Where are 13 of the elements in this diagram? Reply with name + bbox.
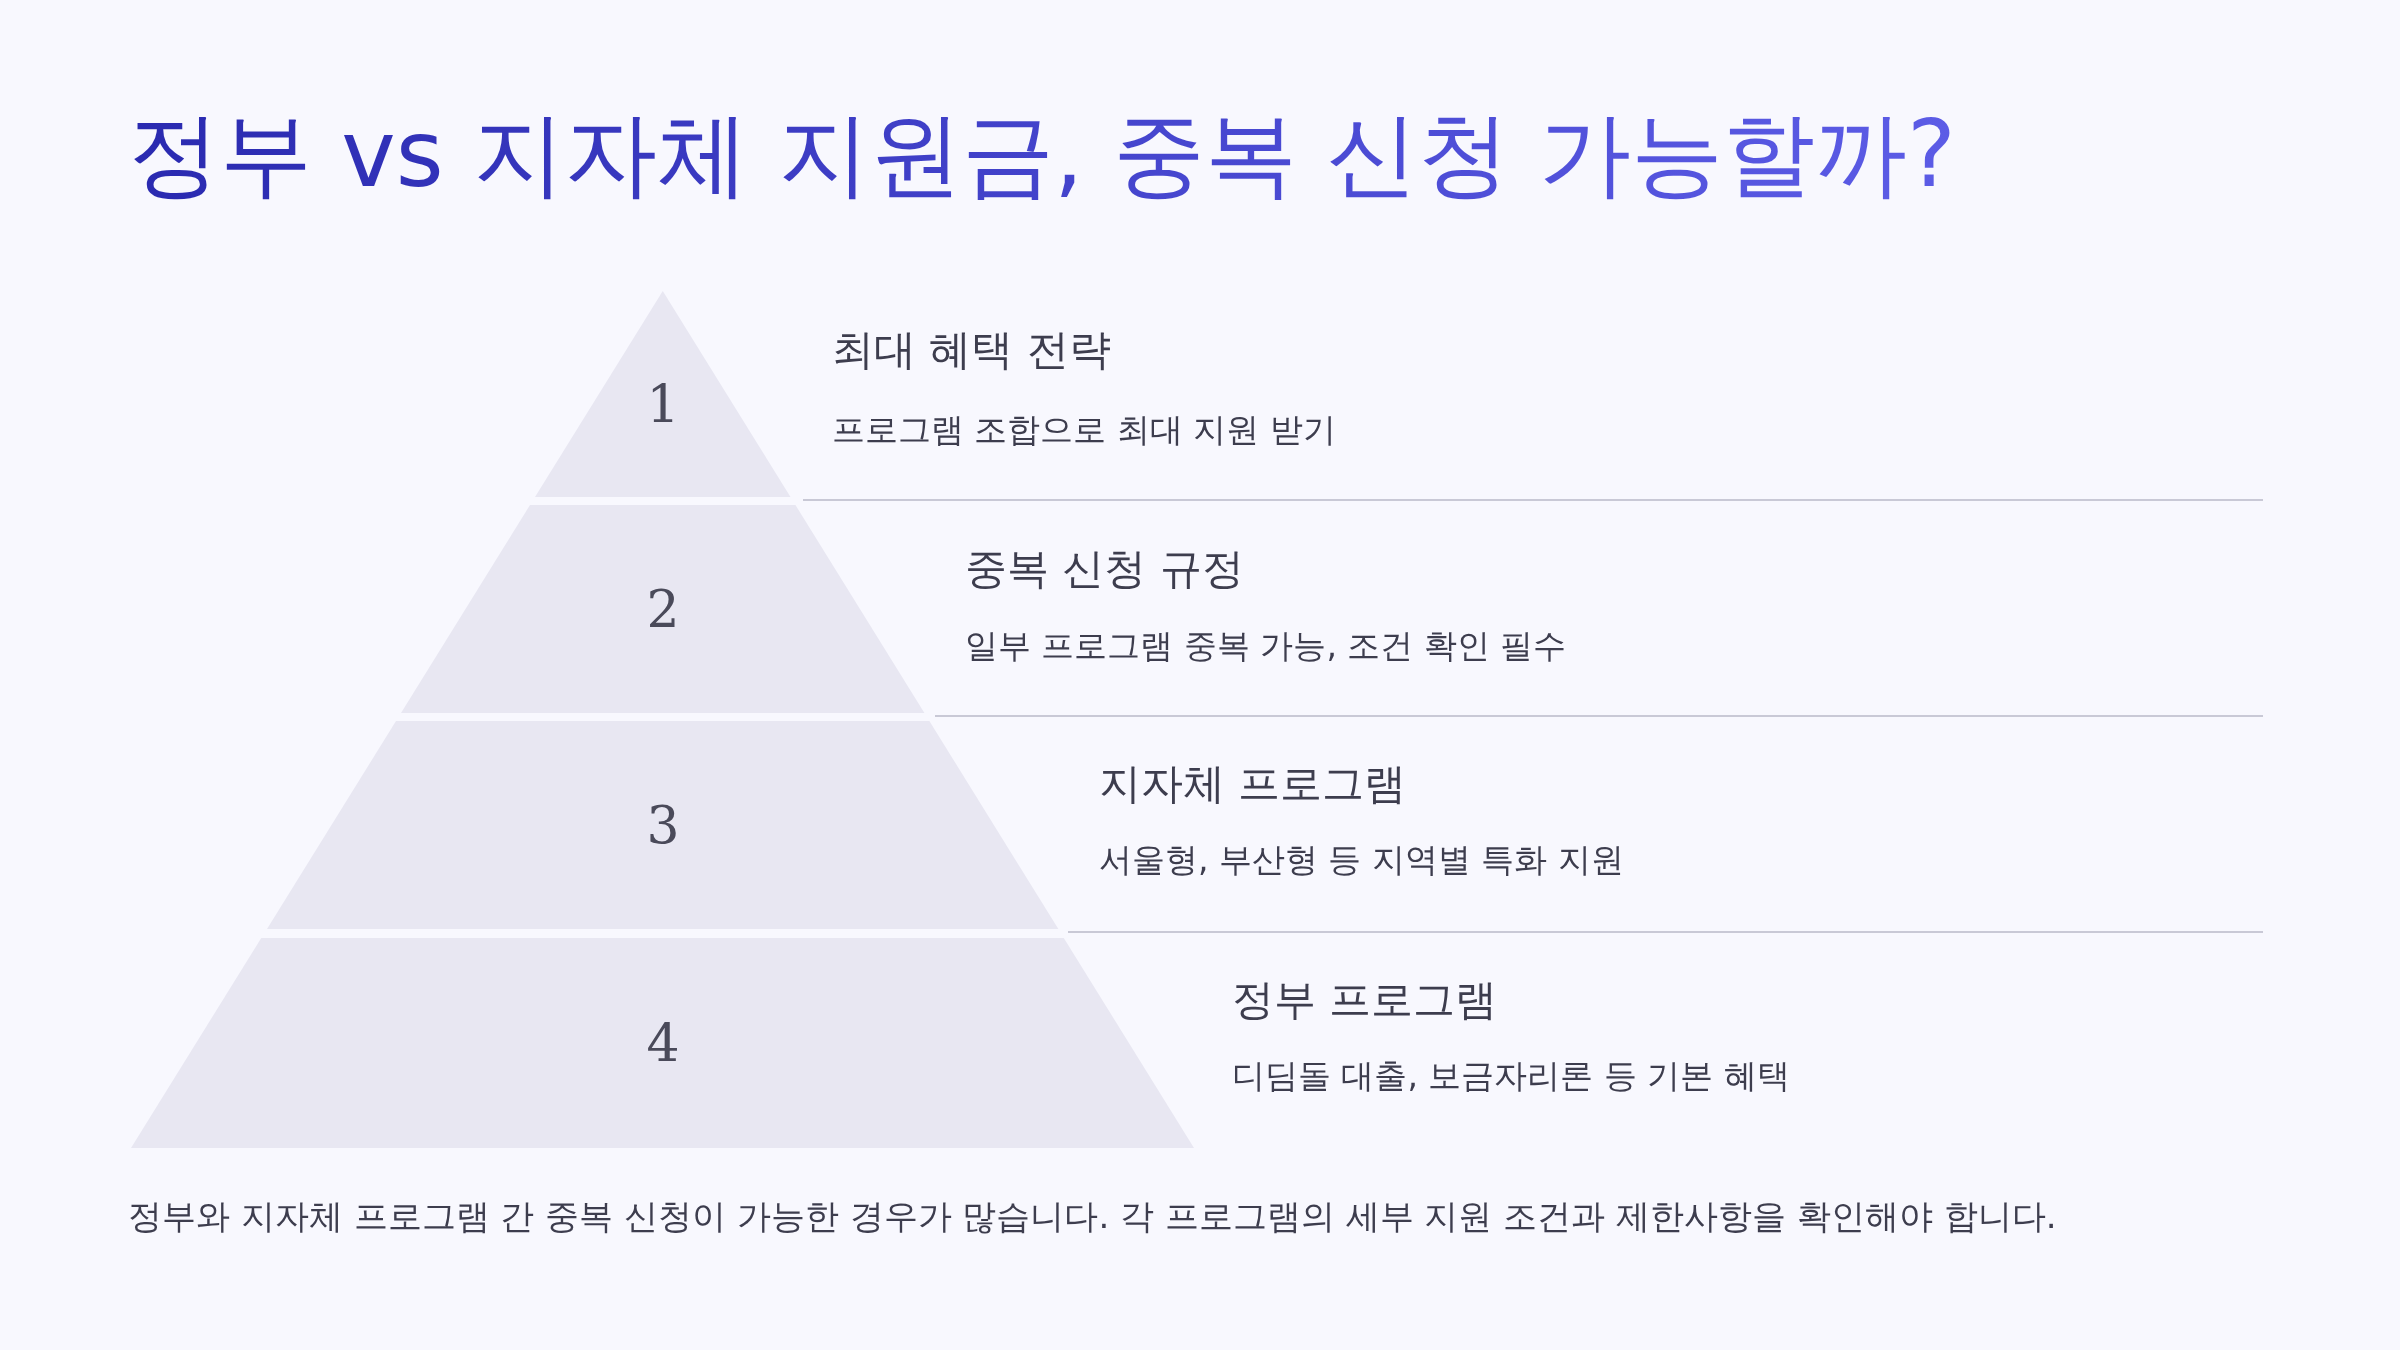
tier-description: 디딤돌 대출, 보금자리론 등 기본 혜택: [1232, 1056, 1790, 1096]
tier-description: 프로그램 조합으로 최대 지원 받기: [832, 410, 1336, 450]
caption: 정부와 지자체 프로그램 간 중복 신청이 가능한 경우가 많습니다. 각 프로그램의 세부 지원 조건과 제한사항을 확인해야 합니다.: [128, 1196, 2057, 1237]
tier-heading: 최대 혜택 전략: [832, 325, 1111, 376]
tier-heading: 정부 프로그램: [1232, 975, 1498, 1026]
tier-number: 3: [645, 799, 681, 851]
tier-heading: 지자체 프로그램: [1099, 759, 1407, 810]
tier-description: 일부 프로그램 중복 가능, 조건 확인 필수: [965, 626, 1567, 666]
tier-number: 4: [645, 1017, 681, 1069]
tier-number: 1: [645, 378, 681, 431]
tier-number: 2: [645, 583, 681, 635]
tier-description: 서울형, 부산형 등 지역별 특화 지원: [1099, 840, 1624, 880]
tier-heading: 중복 신청 규정: [965, 544, 1244, 595]
